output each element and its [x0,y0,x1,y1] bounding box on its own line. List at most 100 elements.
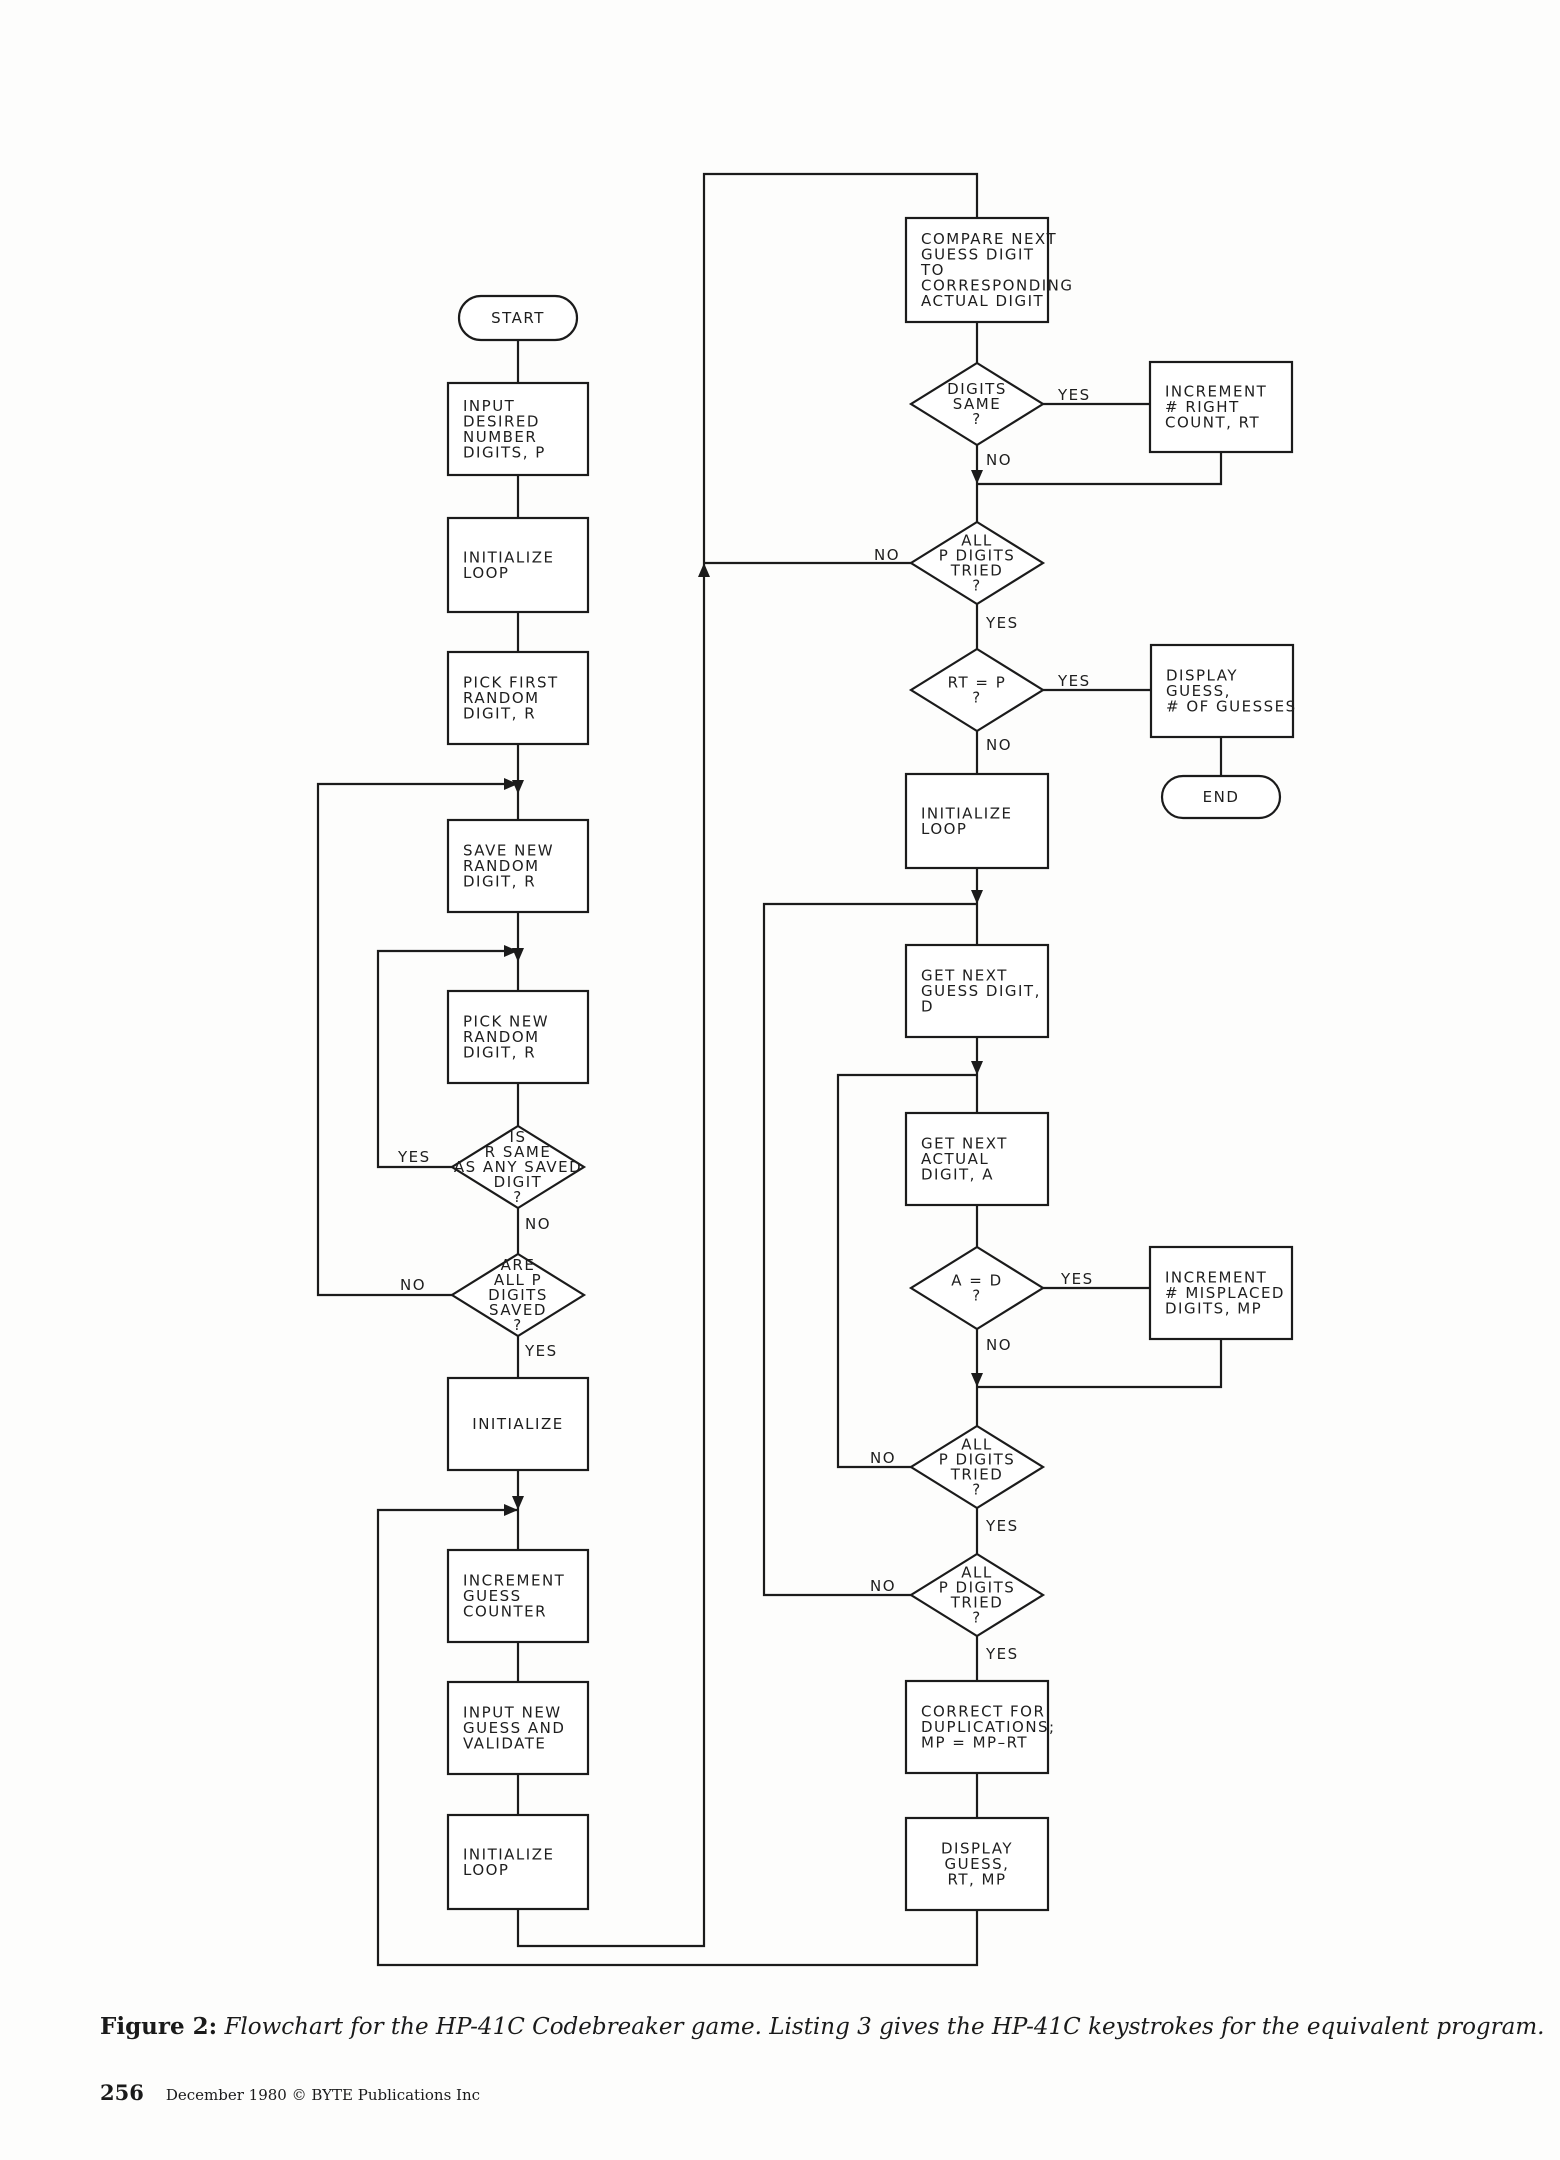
end-terminal-shape [1160,774,1282,820]
node-text-line: ? [972,1287,981,1305]
arrow-right [504,1504,518,1516]
node-text-line: PICK NEW [463,1013,549,1031]
yes-label: YES [985,1517,1019,1535]
node-text-line: # OF GUESSES [1166,698,1297,716]
yes-loop-line [376,949,518,1169]
node-text-line: ACTUAL [921,1150,989,1168]
node-text-line: IS [510,1128,527,1146]
node-text-line: GUESS DIGIT [921,246,1035,264]
pick-first-digit-box-shape [446,650,590,746]
node-text-line: TRIED [950,1466,1004,1484]
node-text-line: PICK FIRST [463,674,559,692]
no-label: NO [525,1215,551,1233]
node-text-line: INCREMENT [463,1572,565,1590]
correct-duplications-box-shape [904,1679,1050,1775]
yes-label: YES [985,1645,1019,1663]
node-text-line: DIGIT, R [463,1044,536,1062]
no-label: NO [986,451,1012,469]
node-text-line: # MISPLACED [1165,1284,1285,1302]
node-text-line: ALL P [494,1271,542,1289]
node-text-line: COUNT, RT [1165,414,1260,432]
start-terminal: START [457,294,579,342]
node-text-line: GUESS AND [463,1719,565,1737]
save-digit-box-shape [446,818,590,914]
node-text-line: DIGIT, R [463,873,536,891]
node-text-line: NUMBER [463,428,537,446]
no-loop-line [762,902,977,1597]
arrow-right [504,778,518,790]
node-text-line: TRIED [950,1594,1004,1612]
node-text-line: GUESS [463,1587,522,1605]
no-label: NO [870,1449,896,1467]
initialize-box: INITIALIZE [446,1376,590,1472]
node-text-line: RT, MP [947,1871,1006,1889]
node-text-line: P DIGITS [939,547,1016,565]
arrow-down [512,780,524,794]
node-text-line: LOOP [463,1861,509,1879]
node-text-line: # RIGHT [1165,398,1240,416]
node-text-line: ALL [961,1564,992,1582]
node-text-line: RANDOM [463,689,540,707]
input-digits-box-shape [446,381,590,477]
init-loop-box-shape [446,1813,590,1911]
end-terminal-label: END [1203,788,1240,806]
pick-new-digit-box-shape [446,989,590,1085]
arrow-down [971,890,983,904]
start-terminal-label: START [491,309,545,327]
node-text-line: INPUT [463,397,515,415]
publication-line: December 1980 © BYTE Publications Inc [165,2086,481,2104]
a-equals-d-decision: A = D? [908,1245,1046,1331]
return-line [977,452,1223,486]
node-text-line: TO [920,261,945,279]
node-text-line: CORRECT FOR [921,1703,1045,1721]
node-text-line: GUESS, [1166,682,1231,700]
yes-label: YES [1057,386,1091,404]
node-text-line: D [921,998,934,1016]
yes-label: YES [397,1148,431,1166]
node-text-line: GUESS DIGIT, [921,982,1041,1000]
arrow-right [504,945,518,957]
display-result-box-shape [904,1816,1050,1912]
yes-label: YES [1060,1270,1094,1288]
node-text-line: DUPLICATIONS; [921,1718,1056,1736]
node-text-line: COMPARE NEXT [921,230,1057,248]
node-text-line: SAME [953,395,1001,413]
no-loop-line [316,782,518,1297]
node-text-line: DIGITS, P [463,443,546,461]
end-terminal: END [1160,774,1282,820]
node-text-line: LOOP [921,820,967,838]
main-loop-line [376,1508,979,1967]
caption-label: Figure 2: [100,2013,218,2040]
node-text-line: ? [513,1188,522,1206]
node-text-line: INITIALIZE [472,1415,563,1433]
no-loop-line [836,1073,977,1469]
arrow-up [698,563,710,577]
node-text-line: INCREMENT [1165,1269,1267,1287]
node-text-line: INITIALIZE [463,1845,554,1863]
node-text-line: GUESS, [945,1855,1010,1873]
input-guess-box-shape [446,1680,590,1776]
node-text-line: ? [972,1481,981,1499]
yes-label: YES [1057,672,1091,690]
rt-equals-p-decision: RT = P? [908,647,1046,733]
node-text-line: ACTUAL DIGIT [921,292,1044,310]
increment-guess-box-shape [446,1548,590,1644]
node-text-line: RANDOM [463,1028,540,1046]
node-text-line: AS ANY SAVED [454,1158,582,1176]
node-text-line: SAVE NEW [463,842,554,860]
return-line [977,1339,1223,1389]
init-loop-box-shape [446,516,590,614]
node-text-line: GET NEXT [921,967,1008,985]
